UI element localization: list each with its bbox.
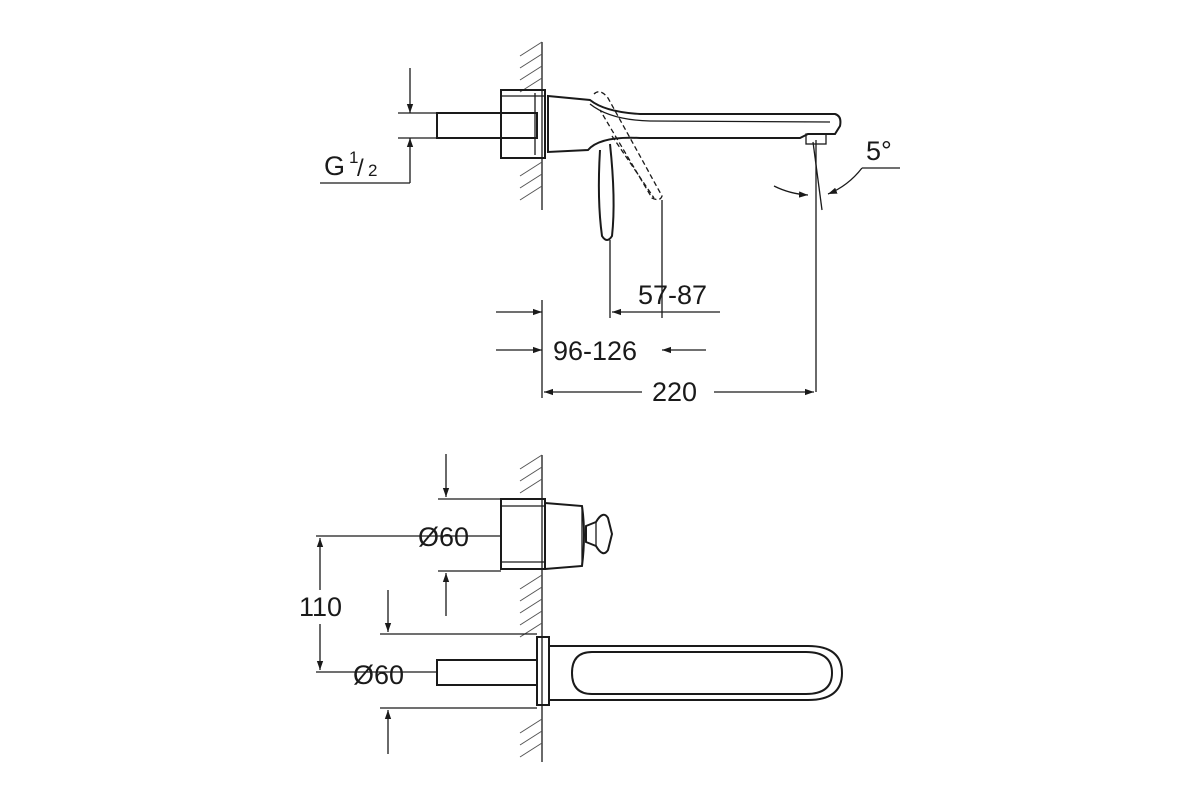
front-view: Ø60 110 Ø60 [299,454,844,762]
lever-dimension: 57-87 [496,200,720,318]
center-distance-label: 110 [299,592,342,622]
angle-label: 5° [866,136,892,166]
side-view: G 1 / 2 5° 57-87 96-126 [320,41,900,407]
lever-dimension-label: 57-87 [638,280,707,310]
wall-hatch-line [519,161,543,177]
wall-hatch-line [519,185,543,201]
wall-hatch-line [519,478,543,494]
spout [547,94,842,154]
wall-hatch-line [519,574,543,590]
thread-label: G [324,151,345,181]
wall-hatch-line [519,610,543,626]
wall-hatch-line [519,454,543,470]
thread-fraction-numerator: 1 [349,148,358,167]
thread-fraction-denominator: 2 [368,161,377,180]
wall-hatch-line [519,41,543,57]
wall-hatch-line [519,586,543,602]
spout-top-view [549,645,844,701]
diameter-upper-dimension: Ø60 [316,454,501,616]
thread-dimension: G 1 / 2 [320,68,437,184]
diameter-lower-label: Ø60 [353,660,404,690]
wall-lower [519,454,543,762]
wall-hatch-line [519,742,543,758]
valve-rosette [500,498,585,570]
wall-hatch-line [519,718,543,734]
wall-hatch-line [519,65,543,81]
wall-hatch-line [519,730,543,746]
wall-hatch-line [519,466,543,482]
lever-handle [597,143,615,241]
spout-dimension: 220 [541,300,814,407]
body-dimension: 96-126 [496,336,706,366]
wall-hatch-line [519,622,543,638]
valve-knob [585,513,614,555]
connection-pipe [436,112,538,139]
diameter-upper-label: Ø60 [418,522,469,552]
lever-swing-outline [593,91,663,201]
body-dimension-label: 96-126 [553,336,637,366]
center-distance-dimension: 110 [299,538,437,673]
wall-upper [519,41,543,210]
angle-dimension: 5° [773,136,900,392]
spout-dimension-label: 220 [652,377,697,407]
rosette-plate [500,89,546,159]
wall-hatch-line [519,173,543,189]
diameter-lower-dimension: Ø60 [353,590,537,754]
spout-rosette [436,636,550,706]
thread-fraction-slash: / [357,155,364,182]
wall-hatch-line [519,53,543,69]
wall-hatch-line [519,598,543,614]
